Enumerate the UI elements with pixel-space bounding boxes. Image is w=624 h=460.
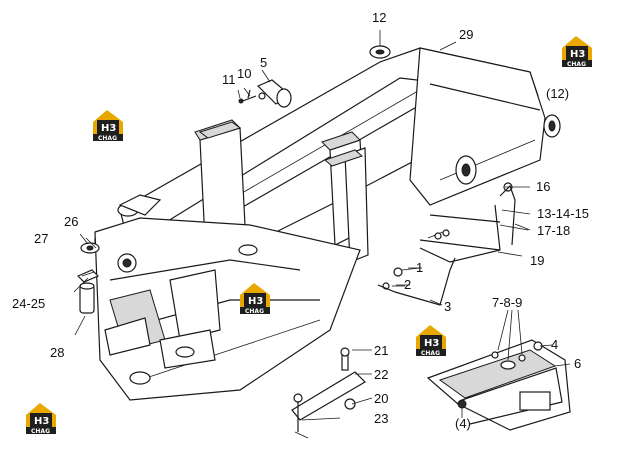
callout-11: 11 <box>222 72 236 87</box>
callout-10: 10 <box>237 66 251 81</box>
svg-text:H3: H3 <box>101 123 116 134</box>
callout-3: 3 <box>444 299 451 314</box>
callout-26: 26 <box>64 214 78 229</box>
svg-text:CHAG: CHAG <box>245 308 264 315</box>
callout-5: 5 <box>260 55 267 70</box>
callout-21: 21 <box>374 343 388 358</box>
callout-1: 1 <box>416 260 423 275</box>
callout-6: 6 <box>574 356 581 371</box>
svg-text:CHAG: CHAG <box>567 61 586 68</box>
callout-22: 22 <box>374 367 388 382</box>
svg-text:CHAG: CHAG <box>31 428 50 435</box>
washer-bolt-26-27 <box>79 233 100 254</box>
callout-20: 20 <box>374 391 388 406</box>
callout-19: 19 <box>530 253 544 268</box>
callout-12: 12 <box>372 10 386 25</box>
watermark-logo: H3 CHAG <box>240 283 270 315</box>
svg-text:CHAG: CHAG <box>98 135 117 142</box>
watermark-logo: H3 CHAG <box>93 110 123 142</box>
watermark-logo: H3 CHAG <box>26 403 56 435</box>
pipe-assembly <box>419 182 531 263</box>
pin-assembly <box>238 79 292 108</box>
leader-lines <box>73 41 571 421</box>
callout-4: 4 <box>551 337 558 352</box>
svg-text:H3: H3 <box>248 296 263 307</box>
svg-text:H3: H3 <box>34 416 49 427</box>
callout-29: 29 <box>459 27 473 42</box>
callout-13-14-15: 13-14-15 <box>537 206 589 221</box>
callout-4-paren: (4) <box>455 416 471 431</box>
main-frame <box>94 47 546 401</box>
callout-17-18: 17-18 <box>537 223 570 238</box>
grommet-part-12 <box>369 30 391 59</box>
callout-27: 27 <box>34 231 48 246</box>
callout-28: 28 <box>50 345 64 360</box>
callout-23: 23 <box>374 411 388 426</box>
watermark-logo: H3 CHAG <box>416 325 446 357</box>
clip-part-24-25 <box>76 269 100 283</box>
watermark-logo: H3 CHAG <box>562 36 592 68</box>
bushing-part-28 <box>74 282 95 336</box>
svg-text:CHAG: CHAG <box>421 350 440 357</box>
svg-text:H3: H3 <box>424 338 439 349</box>
callout-labels: 12 29 5 10 11 (12) 16 13-14-15 17-18 26 … <box>12 10 589 431</box>
grommet-part-12-alt <box>543 114 561 138</box>
hose-assembly <box>377 257 456 306</box>
callout-12-paren: (12) <box>546 86 569 101</box>
callout-24-25: 24-25 <box>12 296 45 311</box>
guard-plate-assembly <box>426 309 571 431</box>
svg-text:H3: H3 <box>570 49 585 60</box>
callout-7-8-9: 7-8-9 <box>492 295 522 310</box>
callout-16: 16 <box>536 179 550 194</box>
bottom-link-20-23 <box>291 347 366 439</box>
callout-2: 2 <box>404 277 411 292</box>
